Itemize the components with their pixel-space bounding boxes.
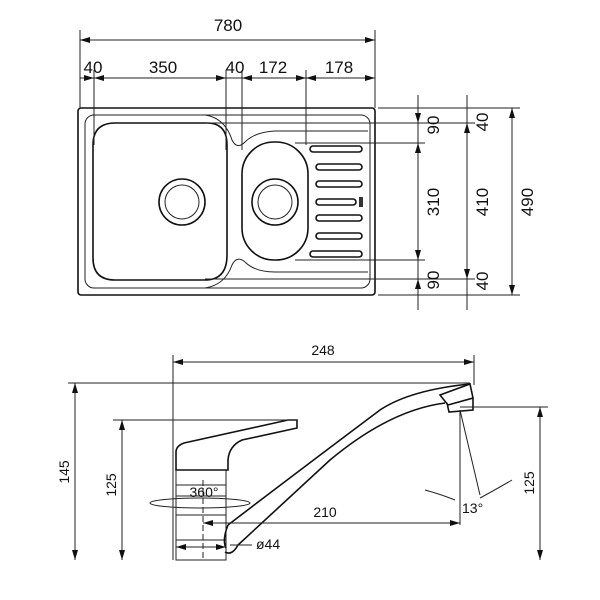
brand-logo <box>359 197 363 207</box>
dim-width-left-margin: 40 <box>84 58 103 77</box>
dim-width-large-bowl: 350 <box>149 58 177 77</box>
dim-depth-top: 90 <box>424 116 443 135</box>
dim-depth-large-bowl: 410 <box>473 188 492 216</box>
rotation-label: 360° <box>190 484 219 500</box>
dim-total-depth: 490 <box>518 188 537 216</box>
dim-depth-small-bowl: 310 <box>424 188 443 216</box>
dim-spout-height: 125 <box>521 471 537 495</box>
dim-width-small-bowl: 172 <box>259 58 287 77</box>
sink-rim <box>84 114 371 289</box>
sink-top-view: 780 40 350 40 172 178 90 310 90 40 410 4… <box>77 16 537 310</box>
dim-total-height: 145 <box>56 460 72 484</box>
aerator <box>438 382 474 413</box>
large-drain <box>158 178 206 226</box>
dim-rim-top: 40 <box>473 113 492 132</box>
dim-reach: 248 <box>311 342 335 358</box>
dim-base-diameter: ø44 <box>256 536 280 552</box>
dim-width-drainer: 178 <box>325 58 353 77</box>
large-bowl <box>92 122 228 281</box>
drainer-grooves <box>309 145 363 258</box>
aerator-angle: 13° <box>462 500 483 516</box>
dim-depth-bottom: 90 <box>424 271 443 290</box>
dim-handle-height: 125 <box>103 473 119 497</box>
bowl-divider-outline <box>204 114 368 289</box>
dim-spout-reach: 210 <box>313 504 337 520</box>
dim-rim-bottom: 40 <box>473 272 492 291</box>
dim-total-width: 780 <box>214 16 242 35</box>
small-bowl <box>241 141 309 261</box>
dim-width-divider: 40 <box>226 58 245 77</box>
faucet-handle <box>175 419 298 471</box>
faucet-side-view: 248 145 125 125 210 360° ø44 13° <box>56 342 548 561</box>
rotation-ellipse <box>149 497 251 509</box>
small-drain <box>251 178 299 226</box>
faucet-spout <box>224 383 471 554</box>
